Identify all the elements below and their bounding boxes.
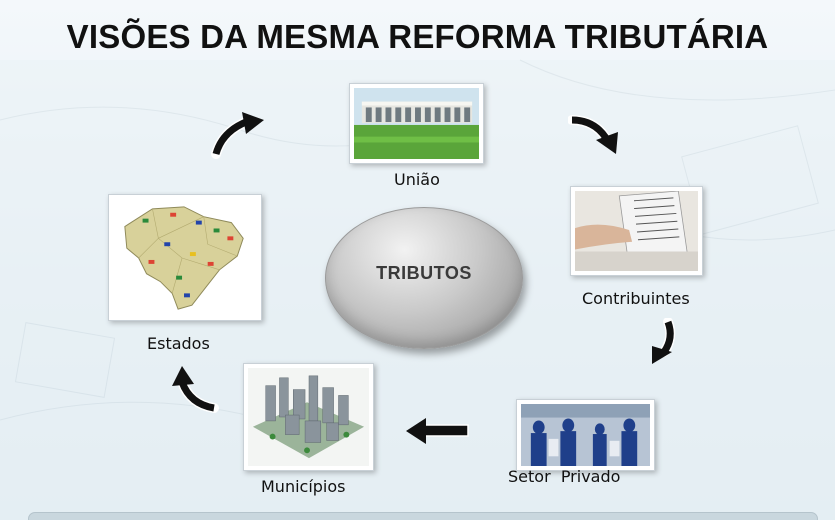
node-label-uniao: União xyxy=(394,170,440,189)
node-label-setor-privado: Setor Privado xyxy=(508,467,621,486)
arrow-estados-to-uniao xyxy=(211,112,264,159)
arrow-municipios-to-estados xyxy=(172,366,219,413)
arrow-contribuintes-to-setor-privado xyxy=(652,318,676,364)
page-title: VISÕES DA MESMA REFORMA TRIBUTÁRIA xyxy=(66,18,769,55)
node-label-estados: Estados xyxy=(147,334,210,353)
node-label-municipios: Municípios xyxy=(261,477,346,496)
arrow-setor-privado-to-municipios xyxy=(406,418,469,444)
estados-photo xyxy=(108,194,262,321)
arrow-uniao-to-contribuintes xyxy=(568,115,618,154)
uniao-photo xyxy=(349,83,484,164)
contribuintes-photo xyxy=(570,186,703,276)
node-label-contribuintes: Contribuintes xyxy=(582,289,690,308)
center-ellipse: TRIBUTOS xyxy=(325,207,523,349)
municipios-photo xyxy=(243,363,374,471)
setor-privado-photo xyxy=(516,399,655,471)
center-label: TRIBUTOS xyxy=(376,262,472,283)
bottom-bar xyxy=(28,512,818,520)
